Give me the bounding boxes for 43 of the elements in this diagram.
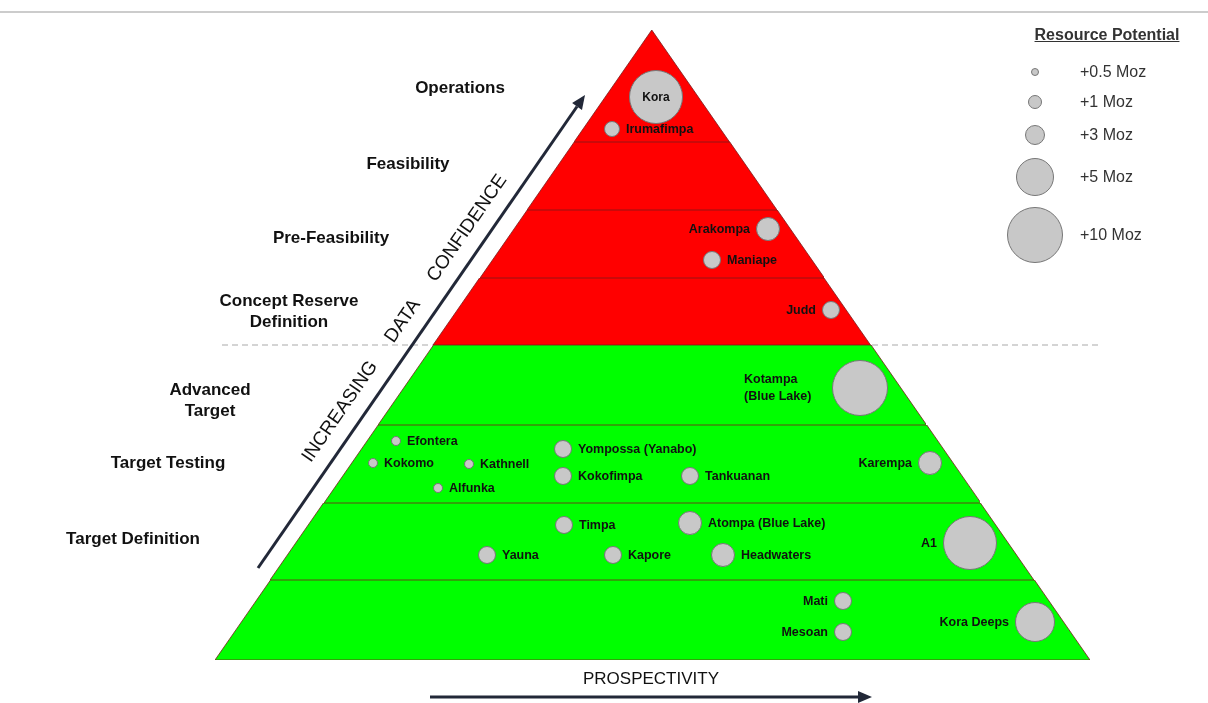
project-name: A1 — [921, 536, 937, 550]
stage-label: Operations — [415, 76, 505, 98]
pyramid-tier — [433, 278, 871, 345]
project-name: Yauna — [502, 548, 539, 562]
project-name: Kathnell — [480, 457, 530, 471]
project-name: Karempa — [858, 456, 912, 470]
project-name: Mati — [803, 594, 828, 608]
stage-label: Target Definition — [66, 527, 200, 549]
pyramid-tier — [527, 142, 777, 210]
project-name: Mesoan — [781, 625, 828, 639]
project-name: Kapore — [628, 548, 672, 562]
project-name: Atompa (Blue Lake) — [708, 516, 826, 530]
project-name: Timpa — [579, 518, 616, 532]
pyramid-tier — [377, 345, 927, 425]
project-name: Yompossa (Yanabo) — [578, 442, 697, 456]
stage-label: Advanced Target — [168, 379, 252, 421]
project-name: Headwaters — [741, 548, 812, 562]
project-name: Judd — [786, 303, 816, 317]
project-name: Alfunka — [449, 481, 495, 495]
axis-label: PROSPECTIVITY — [583, 669, 719, 689]
project-name: Kokofimpa — [578, 469, 643, 483]
pyramid-tier — [270, 503, 1034, 580]
legend-title: Resource Potential — [1034, 26, 1180, 44]
project-name: Irumafimpa — [626, 122, 694, 136]
legend-text: +5 Moz — [1080, 168, 1133, 186]
project-name: Kokomo — [384, 456, 434, 470]
stage-label: Target Testing — [110, 451, 226, 473]
project-name: Kotampa (Blue Lake) — [744, 371, 813, 405]
project-name: Maniape — [727, 253, 777, 267]
legend-text: +10 Moz — [1080, 226, 1142, 244]
legend-text: +1 Moz — [1080, 93, 1133, 111]
stage-label: Feasibility — [366, 152, 450, 173]
stage-label: Pre-Feasibility — [272, 226, 390, 248]
project-name: Kora Deeps — [939, 615, 1009, 629]
stage-label: Concept Reserve Definition — [218, 290, 360, 332]
project-name: Efontera — [407, 434, 458, 448]
legend-text: +0.5 Moz — [1080, 63, 1147, 81]
legend-text: +3 Moz — [1080, 126, 1133, 144]
project-name: Arakompa — [688, 222, 750, 236]
project-name: Tankuanan — [705, 469, 771, 483]
pyramid-tier — [574, 30, 730, 142]
pyramid-tier — [214, 580, 1090, 660]
project-name: Kora — [642, 90, 670, 104]
